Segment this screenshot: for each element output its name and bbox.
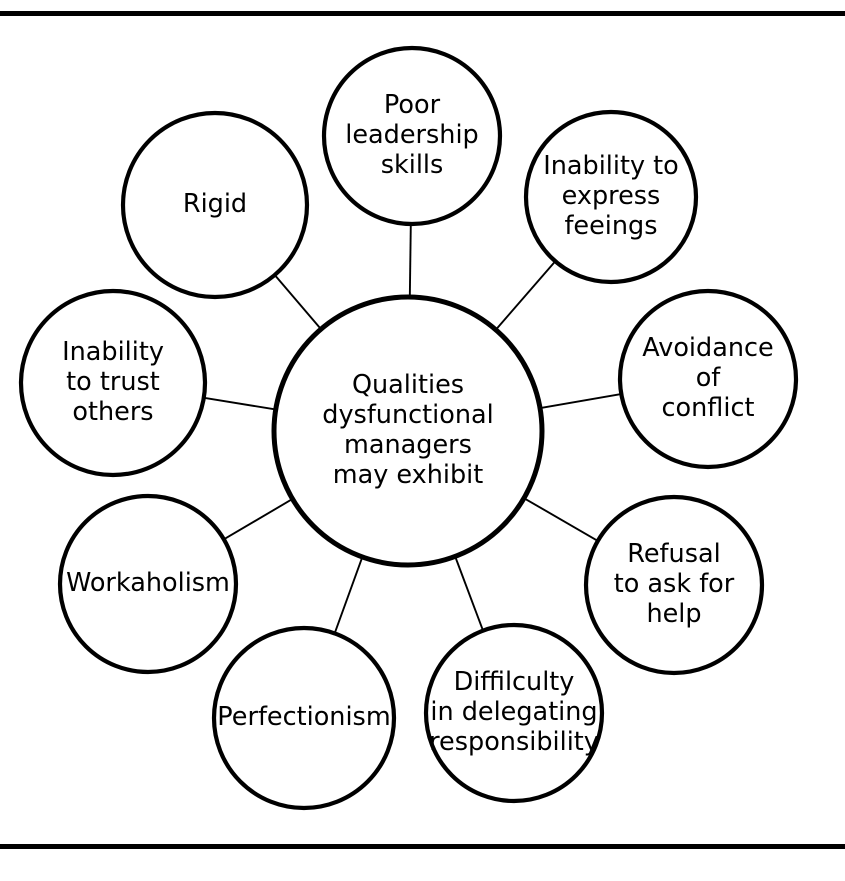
- spoke-layer: [204, 224, 621, 633]
- node-circle-rigid: [120, 110, 310, 300]
- node-workaholism[interactable]: Workaholism: [57, 493, 239, 675]
- bottom-horizontal-rule: [0, 844, 845, 849]
- node-circle-poor-leadership-skills: [321, 45, 503, 227]
- spoke-to-refusal-to-ask-for-help: [524, 497, 598, 542]
- node-circle-inability-to-trust-others: [18, 288, 208, 478]
- spoke-to-perfectionism: [334, 557, 363, 633]
- spoke-to-inability-to-trust-others: [204, 396, 275, 411]
- top-horizontal-rule: [0, 11, 845, 16]
- spoke-to-poor-leadership-skills: [408, 224, 412, 297]
- node-circle-diffilculty-in-delegating-responsibility: [423, 622, 605, 804]
- node-circle-workaholism: [57, 493, 239, 675]
- spoke-to-workaholism: [224, 498, 293, 540]
- node-label-workaholism: Workaholism: [66, 568, 230, 598]
- node-circle-inability-to-express-feeings: [523, 109, 699, 285]
- spoke-to-rigid: [274, 275, 322, 329]
- node-label-rigid: Rigid: [183, 189, 247, 219]
- node-circle-perfectionism: [211, 625, 397, 811]
- spoke-to-diffilculty-in-delegating-responsibility: [454, 557, 484, 631]
- spoke-to-avoidance-of-conflict: [540, 393, 621, 409]
- node-rigid[interactable]: Rigid: [120, 110, 310, 300]
- node-label-perfectionism: Perfectionism: [217, 702, 390, 732]
- hub-circle: [271, 294, 545, 568]
- node-perfectionism[interactable]: Perfectionism: [211, 625, 397, 811]
- node-circle-refusal-to-ask-for-help: [583, 494, 765, 676]
- spoke-to-inability-to-express-feeings: [495, 261, 556, 330]
- node-circle-avoidance-of-conflict: [617, 288, 799, 470]
